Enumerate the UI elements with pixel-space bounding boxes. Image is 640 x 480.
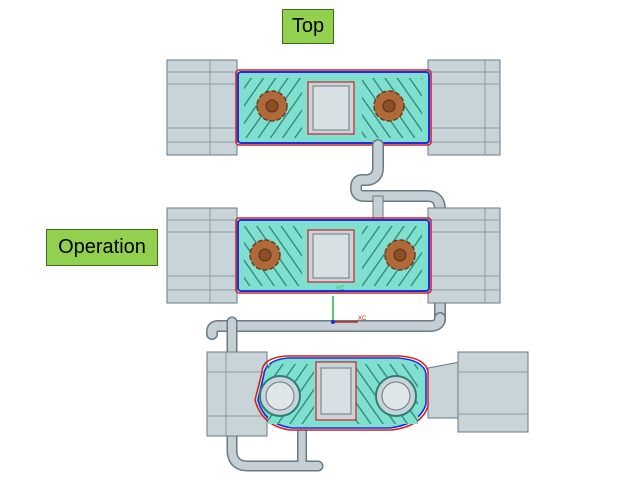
side-right-clamp-block bbox=[427, 351, 529, 433]
coolant-pipe-lower bbox=[206, 312, 446, 472]
operation-fixture-assembly bbox=[166, 207, 501, 304]
top-fixture-assembly bbox=[166, 59, 501, 156]
triad-x-label: XC bbox=[358, 316, 367, 322]
side-left-clamp-block bbox=[206, 351, 268, 437]
top-right-screw-icon bbox=[373, 90, 405, 122]
top-right-clamp-block bbox=[427, 59, 501, 156]
operation-left-screw-icon bbox=[249, 239, 281, 271]
side-part-profile[interactable] bbox=[254, 355, 429, 431]
label-top: Top bbox=[282, 9, 334, 44]
triad-y-label: YC bbox=[336, 286, 345, 292]
top-left-screw-icon bbox=[256, 90, 288, 122]
top-left-clamp-block bbox=[166, 59, 238, 156]
operation-right-screw-icon bbox=[384, 239, 416, 271]
operation-right-clamp-block bbox=[427, 207, 501, 304]
label-operation: Operation bbox=[46, 229, 158, 266]
wcs-triad-icon: XC YC bbox=[331, 286, 367, 324]
coolant-pipe-upper bbox=[349, 139, 446, 326]
side-fixture-assembly bbox=[206, 351, 529, 437]
operation-left-clamp-block bbox=[166, 207, 238, 304]
